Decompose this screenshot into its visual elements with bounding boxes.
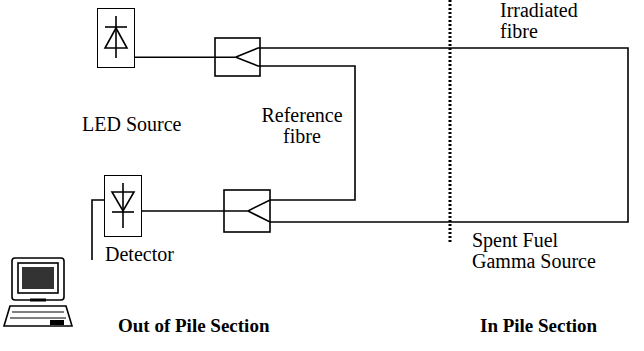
pile-boundary: [449, 0, 452, 242]
led-symbol: [105, 16, 127, 58]
computer-icon: [4, 258, 72, 326]
photodiode-symbol: [112, 183, 134, 228]
device-box: LED Source: [97, 8, 135, 68]
data-wire: [92, 200, 104, 260]
device-box: Detector: [104, 175, 142, 237]
device-label: Detector: [105, 243, 174, 265]
irradiated-fibre: [236, 48, 628, 222]
fibre-label: Spent Fuel Gamma Source: [472, 230, 612, 272]
section-label: In Pile Section: [480, 316, 597, 336]
section-label: Out of Pile Section: [118, 316, 269, 336]
device-label: LED Source: [82, 113, 181, 135]
fibre-label: Irradiated fibre: [500, 0, 600, 42]
fibre-label: Reference fibre: [250, 105, 354, 147]
